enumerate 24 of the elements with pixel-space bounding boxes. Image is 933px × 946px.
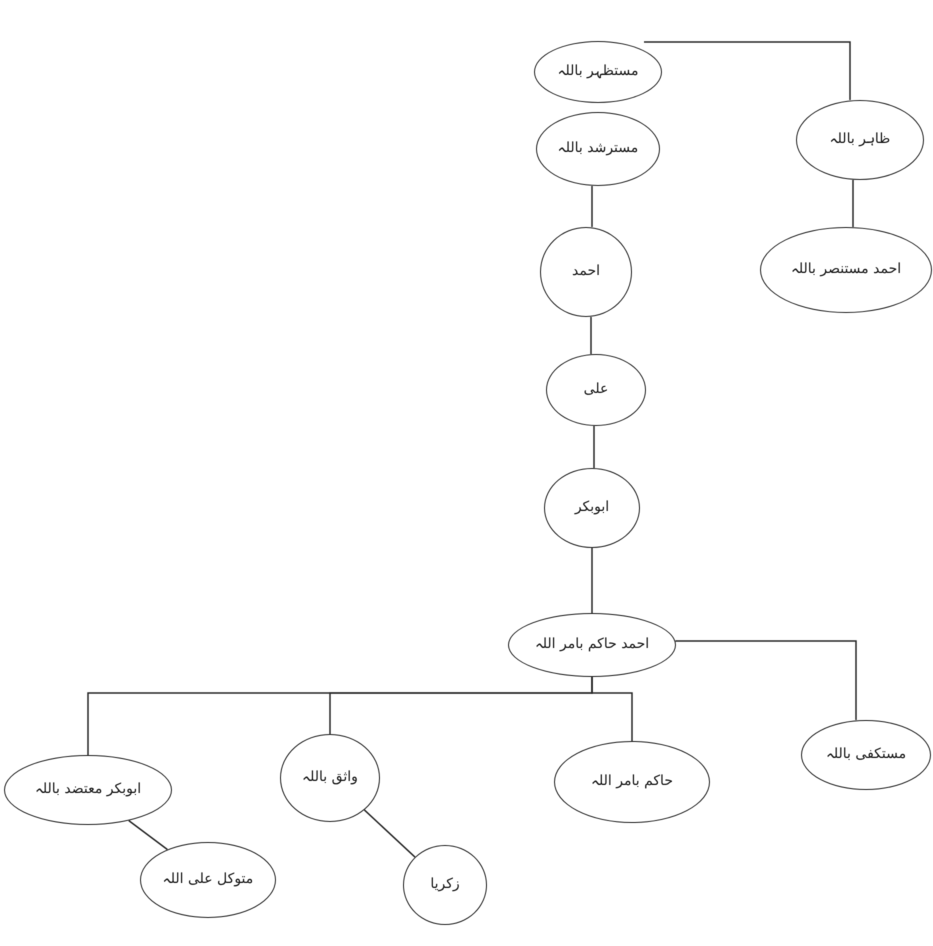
person-name: متوکل علی اللہ	[162, 871, 254, 889]
person-name: حاکم بامر اللہ	[591, 773, 673, 791]
person-name: احمد	[572, 263, 600, 281]
connector-line	[591, 186, 593, 227]
connector-line	[675, 640, 857, 720]
connector-line	[591, 677, 633, 741]
connector-line	[128, 820, 168, 850]
connector-line	[364, 809, 416, 858]
person-name: علی	[584, 381, 608, 399]
person-name: زکریا	[430, 876, 460, 894]
person-name: ابوبکر معتضد باللہ	[34, 781, 142, 799]
connector-line	[590, 317, 592, 354]
connector-line	[852, 180, 854, 227]
person-name: مستظہر باللہ	[558, 63, 638, 81]
person-name: مستکفی باللہ	[826, 746, 906, 764]
person-name: احمد مستنصر باللہ	[790, 261, 902, 279]
person-name: ظاہر باللہ	[830, 131, 890, 149]
person-name: ابوبکر	[574, 499, 610, 517]
connector-line	[591, 548, 593, 613]
person-name: مسترشد باللہ	[558, 140, 638, 158]
person-name: واثق باللہ	[302, 769, 358, 787]
connector-line	[644, 41, 851, 100]
person-name: احمد حاکم بامر اللہ	[534, 636, 650, 654]
connector-line	[593, 426, 595, 468]
